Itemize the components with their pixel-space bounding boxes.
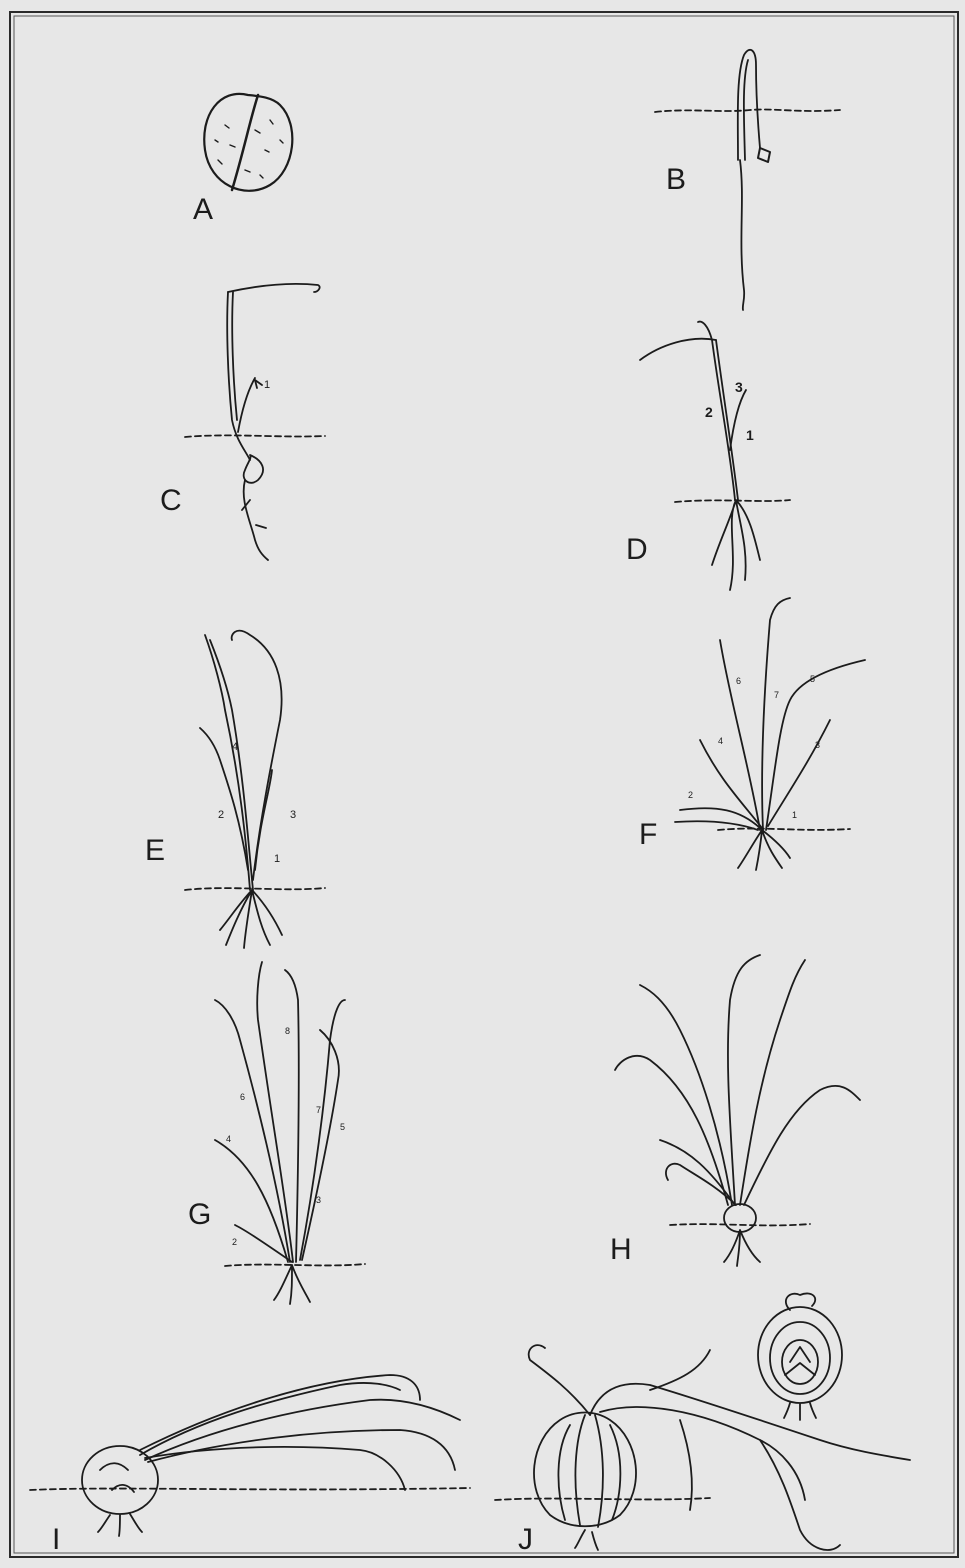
panel-g-plant-drawing <box>215 962 365 1304</box>
panel-c-seedling-drawing <box>185 284 325 560</box>
panel-d-leaf-number-3: 3 <box>735 379 743 395</box>
panel-g-leaf-number-4: 4 <box>226 1134 231 1144</box>
panel-b-label: B <box>666 165 686 195</box>
panel-g-leaf-number-2: 2 <box>232 1237 237 1247</box>
panel-f-leaf-number-2: 2 <box>688 790 693 800</box>
panel-e-label: E <box>145 836 165 866</box>
panel-h-bulbing-plant-drawing <box>615 955 860 1266</box>
panel-f-leaf-number-6: 6 <box>736 676 741 686</box>
panel-f-leaf-number-3: 3 <box>815 740 820 750</box>
inner-frame <box>14 16 954 1553</box>
panel-i-mature-onion-drawing <box>30 1375 470 1536</box>
panel-g-leaf-number-3: 3 <box>316 1195 321 1205</box>
panel-e-young-plant-drawing <box>185 631 325 948</box>
panel-e-leaf-number-1: 1 <box>274 853 280 865</box>
panel-d-leaf-number-1: 1 <box>746 427 754 443</box>
panel-g-label: G <box>188 1200 211 1230</box>
panel-j-harvested-onion-drawing <box>495 1293 910 1550</box>
panel-e-leaf-number-2: 2 <box>218 809 224 821</box>
panel-e-leaf-number-3: 3 <box>290 809 296 821</box>
panel-a-label: A <box>193 195 213 225</box>
panel-f-leaf-number-4: 4 <box>718 736 723 746</box>
panel-g-leaf-number-5: 5 <box>340 1122 345 1132</box>
panel-f-plant-drawing <box>675 598 865 870</box>
panel-g-leaf-number-7: 7 <box>316 1105 321 1115</box>
panel-c-label: C <box>160 486 182 516</box>
panel-i-label: I <box>52 1525 60 1555</box>
panel-f-leaf-number-5: 5 <box>810 674 815 684</box>
panel-g-leaf-number-6: 6 <box>240 1092 245 1102</box>
panel-h-label: H <box>610 1235 632 1265</box>
figure-frame <box>10 12 958 1557</box>
panel-d-seedling-drawing <box>640 322 790 590</box>
panel-d-leaf-number-2: 2 <box>705 404 713 420</box>
panel-j-label: J <box>518 1525 533 1555</box>
panel-f-leaf-number-1: 1 <box>792 810 797 820</box>
panel-d-label: D <box>626 535 648 565</box>
panel-f-leaf-number-7: 7 <box>774 690 779 700</box>
panel-f-label: F <box>639 820 657 850</box>
panel-c-leaf-number-1: 1 <box>264 379 270 391</box>
panel-e-leaf-number-4: 4 <box>232 741 238 753</box>
panel-a-seed-drawing <box>204 94 292 191</box>
panel-g-leaf-number-8: 8 <box>285 1026 290 1036</box>
